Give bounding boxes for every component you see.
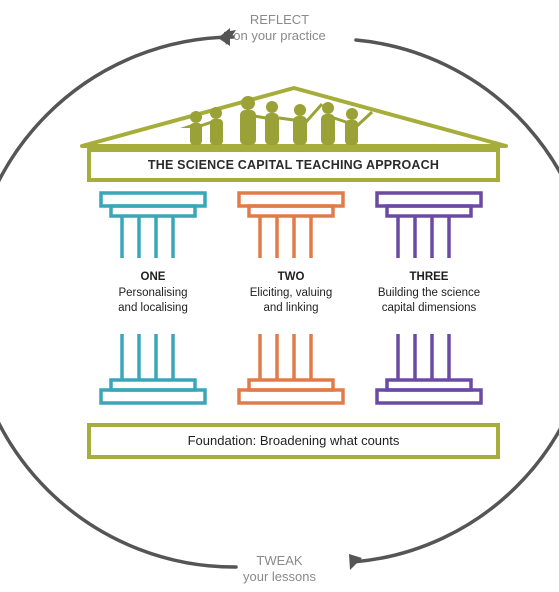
pillar-two-text: TWO Eliciting, valuing and linking [211, 270, 371, 316]
pillar-one-text: ONE Personalising and localising [73, 270, 233, 316]
cycle-arc-right [351, 38, 559, 564]
banner-title: THE SCIENCE CAPITAL TEACHING APPROACH [147, 158, 440, 172]
roof [80, 86, 508, 182]
cycle-arrows [0, 35, 559, 569]
reflect-title: REFLECT [249, 12, 310, 27]
pillar-one-desc-line1: Personalising [118, 287, 188, 299]
tweak-title: TWEAK [256, 553, 303, 568]
pillar-two-desc-line2: and linking [263, 302, 319, 314]
roof-pediment [80, 86, 508, 148]
foundation-label: Foundation: Broadening what counts [187, 433, 400, 448]
pillar-three [375, 191, 483, 405]
pillar-three-desc-line1: Building the science [377, 287, 481, 299]
pillar-three-title: THREE [409, 271, 449, 283]
pillar-three-desc-line2: capital dimensions [381, 302, 477, 314]
reflect-subtitle: on your practice [233, 28, 326, 43]
pillar-three-text: THREE Building the science capital dimen… [349, 270, 509, 316]
pillar-two [237, 191, 345, 405]
arrow-head-bottom [349, 554, 362, 570]
cycle-arc-left [0, 35, 238, 569]
roof-banner [87, 148, 500, 182]
pillar-two-title: TWO [277, 271, 305, 283]
reflect-label: REFLECT on your practice [0, 12, 559, 44]
pillar-one-desc-line2: and localising [118, 302, 188, 314]
arrow-head-top-right [224, 30, 236, 45]
pillar-one [99, 191, 207, 405]
pillar-two-desc-line1: Eliciting, valuing [249, 287, 333, 299]
tweak-subtitle: your lessons [243, 569, 316, 584]
pillar-one-title: ONE [140, 271, 166, 283]
foundation-box [87, 423, 500, 459]
people-silhouette-icon [180, 96, 374, 145]
tweak-label: TWEAK your lessons [0, 553, 559, 585]
